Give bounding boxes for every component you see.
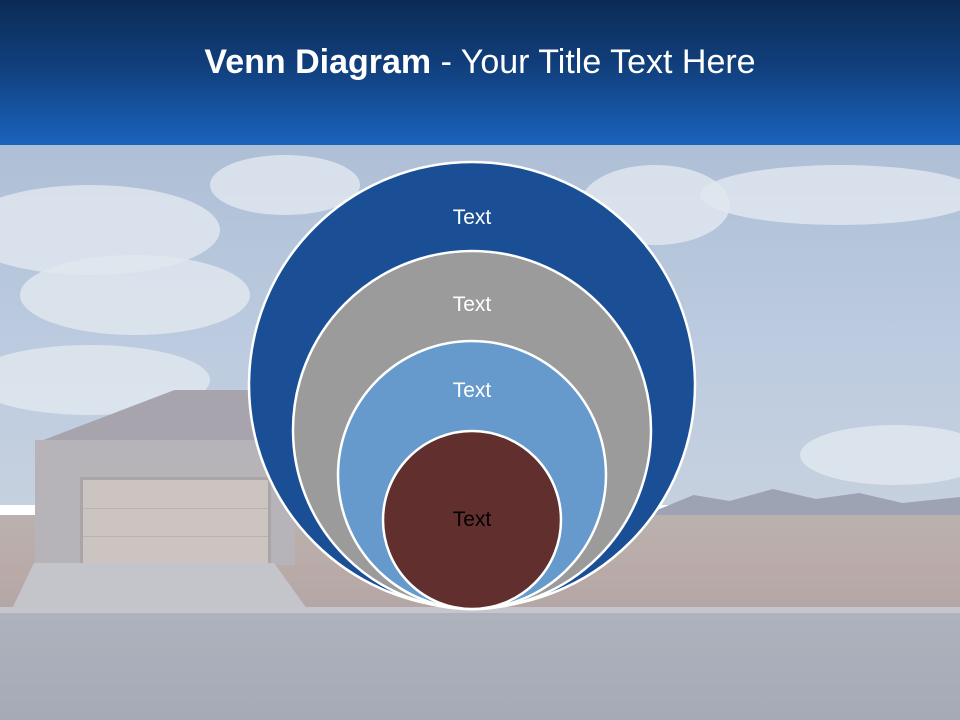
- circle-2-label: Text: [453, 293, 492, 316]
- circle-3-label: Text: [453, 379, 492, 402]
- cloud: [210, 155, 360, 215]
- cloud: [700, 165, 960, 225]
- circle-1-label: Text: [453, 206, 492, 229]
- title-bold-part: Venn Diagram: [204, 43, 432, 81]
- title-rest-part: - Your Title Text Here: [431, 43, 756, 81]
- cloud: [20, 255, 250, 335]
- circle-4[interactable]: Text: [381, 429, 563, 611]
- road: [0, 613, 960, 720]
- circle-4-shape: [381, 429, 563, 611]
- header-band: Venn Diagram - Your Title Text Here: [0, 0, 960, 145]
- curb: [0, 607, 960, 617]
- driveway: [10, 563, 310, 613]
- slide-title: Venn Diagram - Your Title Text Here: [0, 40, 960, 84]
- garage-door: [80, 477, 271, 568]
- circle-4-label: Text: [453, 508, 492, 531]
- cloud: [800, 425, 960, 485]
